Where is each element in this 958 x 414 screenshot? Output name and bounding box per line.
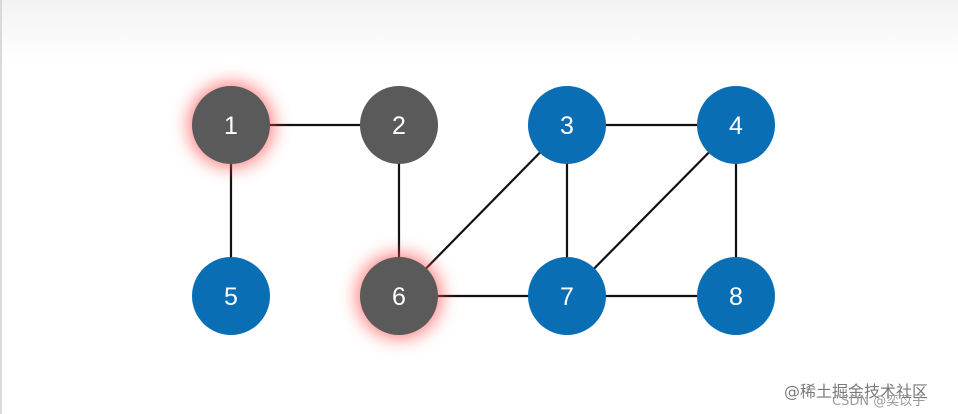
node-7-circle <box>528 257 606 335</box>
edges-layer <box>229 123 738 298</box>
left-border <box>0 0 2 414</box>
node-1-label: 1 <box>224 112 238 140</box>
node-5-circle <box>192 257 270 335</box>
node-8-circle <box>697 257 775 335</box>
node-3-label: 3 <box>560 112 574 140</box>
node-8-label: 8 <box>729 283 743 311</box>
node-2: 2 <box>360 86 438 164</box>
node-6-label: 6 <box>392 283 406 311</box>
node-2-label: 2 <box>392 112 406 140</box>
watermark-sub: CSDN @奕苡子 <box>832 394 926 409</box>
node-1-circle <box>192 86 270 164</box>
node-5: 5 <box>192 257 270 335</box>
node-3-circle <box>528 86 606 164</box>
top-band <box>0 0 958 60</box>
node-6-circle <box>360 257 438 335</box>
node-7: 7 <box>528 257 606 335</box>
node-4-label: 4 <box>729 112 743 140</box>
node-4-circle <box>697 86 775 164</box>
node-3: 3 <box>528 86 606 164</box>
node-5-label: 5 <box>224 283 238 311</box>
node-4: 4 <box>697 86 775 164</box>
nodes-layer: 1 2 3 4 5 6 7 8 <box>189 83 775 338</box>
node-6: 6 <box>357 254 441 338</box>
node-1: 1 <box>189 83 273 167</box>
edge-4-7 <box>566 124 737 297</box>
node-8: 8 <box>697 257 775 335</box>
node-7-label: 7 <box>560 283 574 311</box>
node-2-circle <box>360 86 438 164</box>
watermark-main: @稀土掘金技术社区 <box>784 382 929 401</box>
